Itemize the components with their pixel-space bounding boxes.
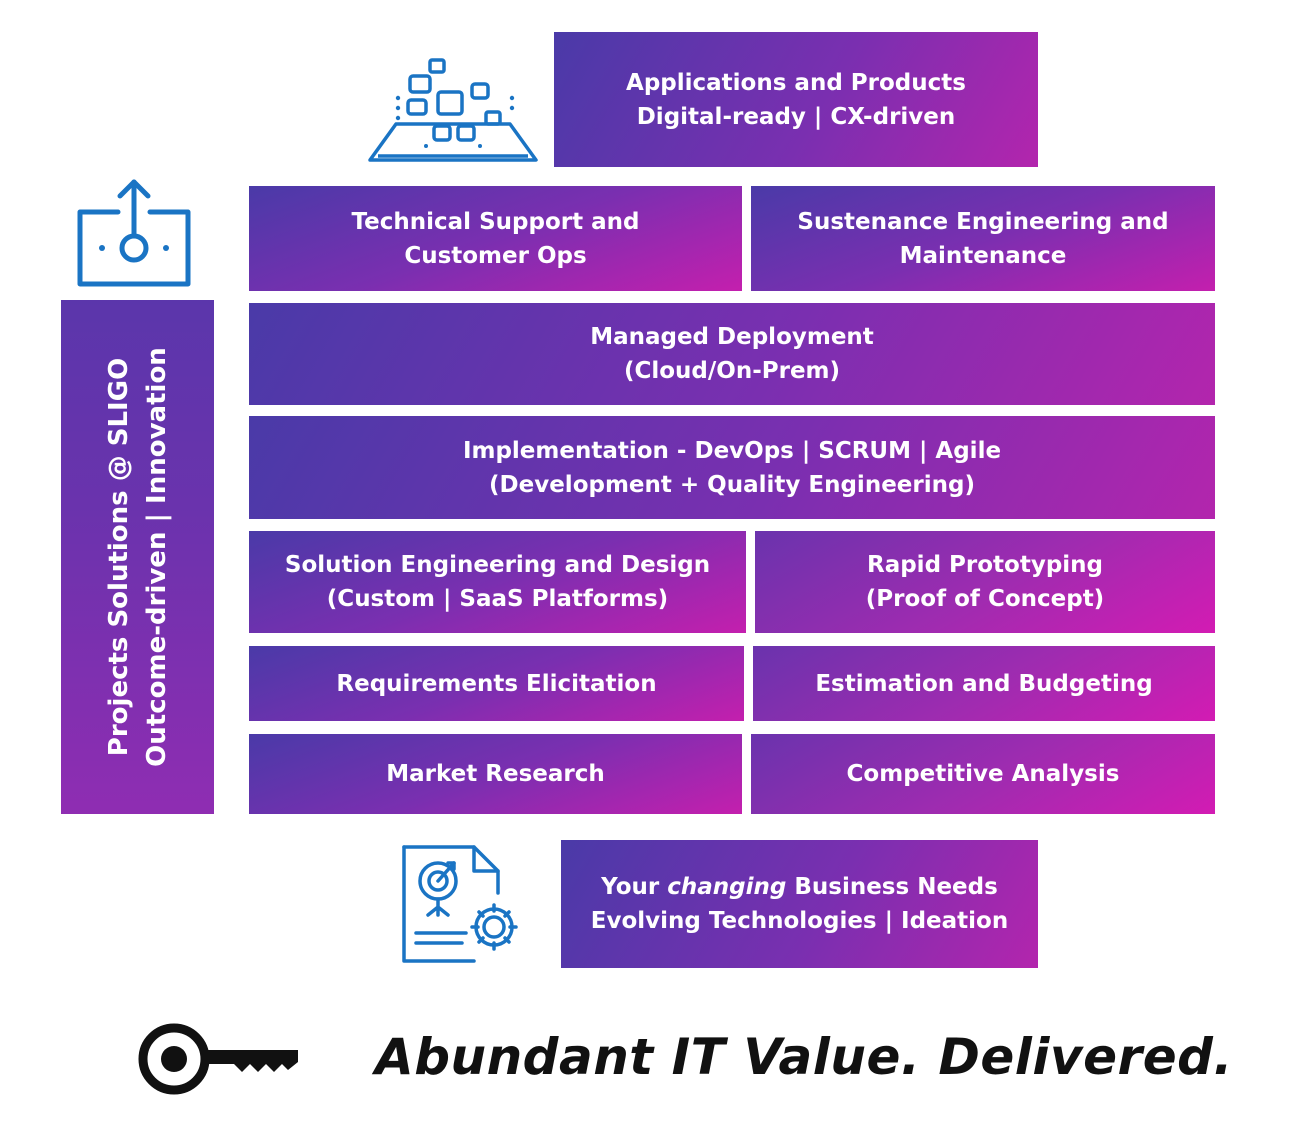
managed-line2: (Cloud/On-Prem) [623, 358, 841, 384]
requirements-line1: Requirements Elicitation [336, 670, 657, 697]
tagline: Abundant IT Value. Delivered. [375, 1028, 1233, 1086]
implementation-box: Implementation - DevOps | SCRUM | Agile … [249, 416, 1215, 519]
upload-box-icon [77, 179, 191, 287]
prototyping-line2: (Proof of Concept) [865, 586, 1105, 612]
implementation-line1: Implementation - DevOps | SCRUM | Agile [462, 437, 1002, 464]
business-needs-post: Business Needs [794, 874, 998, 900]
document-gear-icon [402, 845, 518, 963]
sidebar-line1: Projects Solutions @ SLIGO [103, 357, 134, 757]
solution-engineering-box: Solution Engineering and Design (Custom … [249, 531, 746, 633]
projects-solutions-sidebar: Projects Solutions @ SLIGO Outcome-drive… [61, 300, 214, 814]
competitive-line1: Competitive Analysis [846, 761, 1120, 787]
applications-products-box: Applications and Products Digital-ready … [554, 32, 1038, 167]
estimation-budgeting-box: Estimation and Budgeting [753, 646, 1215, 721]
business-needs-box: Your changing Business Needs Evolving Te… [561, 840, 1038, 968]
competitive-analysis-box: Competitive Analysis [751, 734, 1215, 814]
solution-line1: Solution Engineering and Design [284, 552, 711, 578]
rapid-prototyping-box: Rapid Prototyping (Proof of Concept) [755, 531, 1215, 633]
market-line1: Market Research [386, 761, 605, 787]
technical-support-line2: Customer Ops [404, 242, 587, 269]
technical-support-line1: Technical Support and [351, 208, 640, 235]
sidebar-text: Projects Solutions @ SLIGO Outcome-drive… [100, 347, 176, 767]
business-needs-pre: Your [601, 874, 660, 900]
business-needs-line1: Your changing Business Needs [601, 870, 998, 904]
managed-deployment-box: Managed Deployment (Cloud/On-Prem) [249, 303, 1215, 405]
technical-support-box: Technical Support and Customer Ops [249, 186, 742, 291]
solution-line2: (Custom | SaaS Platforms) [326, 586, 669, 612]
sustenance-line1: Sustenance Engineering and [797, 208, 1169, 235]
apps-platform-icon [368, 58, 538, 162]
managed-line1: Managed Deployment [590, 324, 874, 350]
applications-line1: Applications and Products [626, 69, 966, 96]
applications-line2: Digital-ready | CX-driven [636, 103, 956, 130]
business-needs-line2: Evolving Technologies | Ideation [590, 908, 1009, 934]
key-icon [138, 1023, 298, 1095]
sustenance-engineering-box: Sustenance Engineering and Maintenance [751, 186, 1215, 291]
estimation-line1: Estimation and Budgeting [815, 670, 1153, 697]
implementation-line2: (Development + Quality Engineering) [489, 471, 975, 498]
market-research-box: Market Research [249, 734, 742, 814]
requirements-elicitation-box: Requirements Elicitation [249, 646, 744, 721]
sustenance-line2: Maintenance [899, 242, 1067, 269]
sidebar-line2: Outcome-driven | Innovation [141, 347, 172, 767]
prototyping-line1: Rapid Prototyping [866, 552, 1104, 578]
business-needs-emphasis: changing [667, 874, 787, 900]
